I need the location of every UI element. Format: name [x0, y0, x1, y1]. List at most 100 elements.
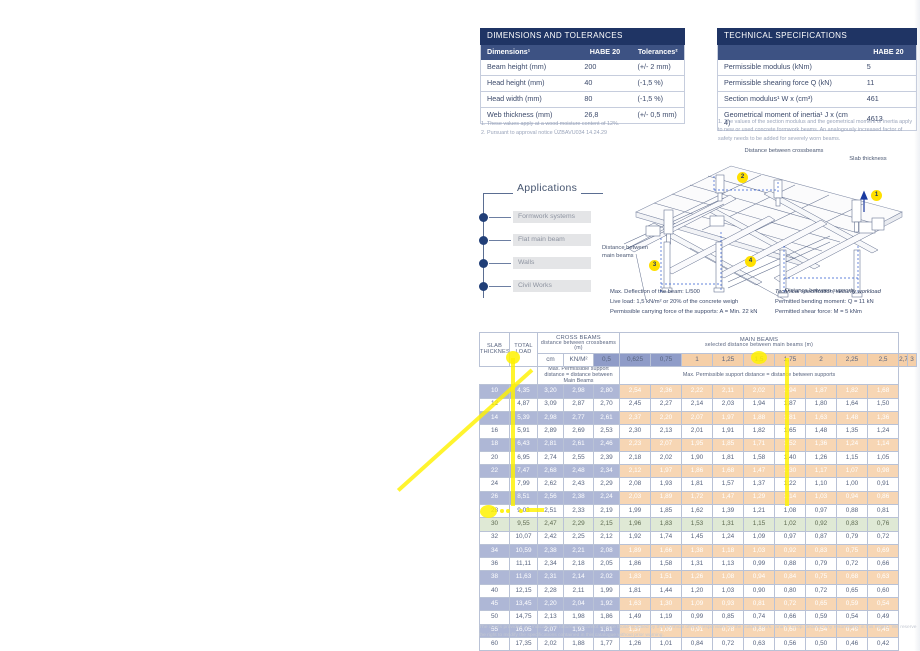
- cell-main-5: 0,80: [774, 583, 806, 599]
- cell-main-6: 0,72: [805, 583, 837, 599]
- dimensions-row-2-value: 80: [578, 91, 632, 108]
- cell-cross-0: 2,74: [537, 450, 564, 466]
- cell-main-0: 1,89: [619, 543, 651, 559]
- callout-3[interactable]: 3: [649, 260, 660, 271]
- header-main-beams-title: MAIN BEAMS: [739, 337, 779, 344]
- cell-cross-0: 2,47: [537, 517, 564, 532]
- cell-main-0: 1,92: [619, 530, 651, 545]
- cell-cross-0: 2,62: [537, 477, 564, 492]
- cell-main-7: 0,79: [836, 530, 868, 545]
- applications-item-label: Flat main beam: [518, 236, 565, 243]
- callout-4[interactable]: 4: [745, 256, 756, 267]
- cell-main-1: 2,36: [650, 384, 682, 399]
- cell-main-6: 1,03: [805, 490, 837, 505]
- cell-main-2: 2,14: [681, 397, 713, 412]
- cell-main-5: 0,72: [774, 597, 806, 612]
- applications-item-label: Walls: [518, 259, 535, 266]
- cell-main-6: 1,36: [805, 437, 837, 452]
- cell-total-load: 5,39: [509, 410, 538, 426]
- sidebar-item-civil-works[interactable]: Civil Works: [513, 280, 591, 292]
- dimensions-row-3-label: Web thickness (mm): [487, 110, 553, 120]
- cell-main-1: 1,19: [650, 610, 682, 625]
- cell-main-4: 1,58: [743, 450, 775, 466]
- cell-slab-thickness: 38: [479, 570, 510, 585]
- cell-cross-1: 1,98: [563, 610, 594, 625]
- sidebar-item-flat-main-beam[interactable]: Flat main beam: [513, 234, 591, 246]
- cell-cross-0: 2,38: [537, 543, 564, 559]
- dimensions-col-habe20: HABE 20: [578, 44, 632, 60]
- cell-main-5: 0,60: [774, 623, 806, 638]
- cell-cross-0: 2,28: [537, 583, 564, 599]
- cell-main-5: 1,87: [774, 397, 806, 412]
- cell-main-6: 1,87: [805, 384, 837, 399]
- header-main-col-6: 2,5: [866, 352, 900, 368]
- dimensions-footnote-2: 2. Pursuant to approval notice ÜZBAVU034…: [481, 130, 608, 136]
- cell-main-2: 1,95: [681, 437, 713, 452]
- cell-slab-thickness: 14: [479, 410, 510, 426]
- cell-main-2: 1,86: [681, 464, 713, 479]
- cell-main-5: 0,66: [774, 610, 806, 625]
- cell-cross-0: 2,51: [537, 503, 564, 519]
- cell-main-2: 1,90: [681, 450, 713, 466]
- applications-panel: Applications Formwork systems Flat main …: [478, 182, 603, 298]
- diagram-label-main-beams: Distance between main beams: [602, 245, 649, 259]
- cell-cross-1: 2,38: [563, 490, 594, 505]
- header-cross-col-0: 0,5: [593, 352, 620, 368]
- cell-main-8: 0,66: [866, 557, 900, 572]
- callout-2[interactable]: 2: [737, 172, 748, 183]
- cell-main-2: 0,84: [681, 636, 713, 651]
- cell-main-6: 1,48: [805, 424, 837, 439]
- cell-cross-0: 2,68: [537, 464, 564, 479]
- table-row: Beam height (mm) 200 (+/- 2 mm): [480, 59, 685, 76]
- cell-cross-1: 2,61: [563, 437, 594, 452]
- sidebar-item-walls[interactable]: Walls: [513, 257, 591, 269]
- cell-main-7: 0,83: [836, 517, 868, 532]
- cell-total-load: 12,15: [509, 583, 538, 599]
- cell-main-5: 1,40: [774, 450, 806, 466]
- dimensions-row-3-value: 26,8: [584, 110, 599, 120]
- note-max-deflection: Max. Deflection of the beam: L/500: [610, 289, 700, 295]
- cell-main-4: 1,09: [743, 530, 775, 545]
- cell-main-3: 0,85: [712, 610, 744, 625]
- cell-main-1: 1,66: [650, 543, 682, 559]
- table-header-row-1: SLAB THICKNESS TOTAL LOAD CROSS BEAMS di…: [479, 331, 917, 368]
- sidebar-item-formwork-systems[interactable]: Formwork systems: [513, 211, 591, 223]
- cell-cross-2: 1,86: [593, 610, 620, 625]
- technical-row-1-label: Permissible shearing force Q (kN): [717, 75, 861, 92]
- cell-cross-1: 2,14: [563, 570, 594, 585]
- cell-cross-2: 2,46: [593, 437, 620, 452]
- callout-1[interactable]: 1: [871, 190, 882, 201]
- cell-main-2: 1,72: [681, 490, 713, 505]
- dimensions-col-tolerances: Tolerances²: [631, 44, 685, 60]
- cell-main-8: 0,69: [866, 543, 900, 559]
- cell-slab-thickness: 32: [479, 530, 510, 545]
- cell-slab-thickness: 16: [479, 424, 510, 439]
- dimensions-row-1-tolerance: (-1,5 %): [631, 75, 685, 92]
- cell-main-4: 0,81: [743, 597, 775, 612]
- cell-cross-2: 1,99: [593, 583, 620, 599]
- cell-main-5: 1,22: [774, 477, 806, 492]
- cell-main-5: 1,65: [774, 424, 806, 439]
- cell-main-3: 1,03: [712, 583, 744, 599]
- technical-specifications-table: TECHNICAL SPECIFICATIONS HABE 20 Permiss…: [717, 28, 917, 132]
- cell-main-1: 1,74: [650, 530, 682, 545]
- cell-main-4: 1,29: [743, 490, 775, 505]
- technical-row-2-label: Section modulus¹ W x (cm³): [717, 91, 861, 108]
- cell-main-2: 1,26: [681, 570, 713, 585]
- cell-main-7: 0,65: [836, 583, 868, 599]
- cell-total-load: 4,87: [509, 397, 538, 412]
- cell-cross-2: 1,92: [593, 597, 620, 612]
- cell-main-6: 0,79: [805, 557, 837, 572]
- cell-main-8: 0,49: [866, 610, 900, 625]
- cell-main-7: 0,72: [836, 557, 868, 572]
- cell-main-0: 1,83: [619, 570, 651, 585]
- cell-main-3: 1,85: [712, 437, 744, 452]
- cell-main-6: 0,92: [805, 517, 837, 532]
- page-edge-gradient: [914, 0, 920, 651]
